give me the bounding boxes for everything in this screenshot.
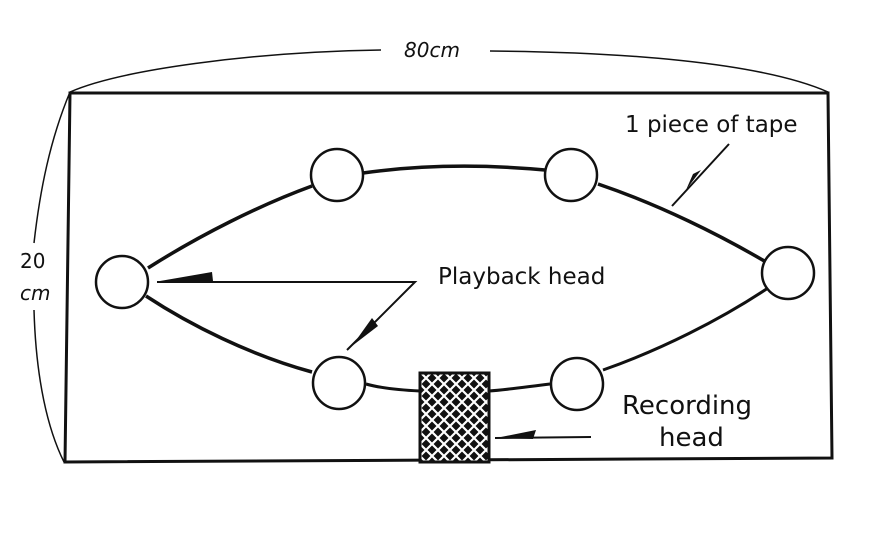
tape-loop-upper-right bbox=[597, 182, 767, 264]
width-dimension-arc-right bbox=[489, 50, 829, 93]
playback-head-label: Playback head bbox=[438, 264, 605, 290]
tape-label: 1 piece of tape bbox=[625, 112, 798, 138]
tape-loop-bottom-right bbox=[488, 382, 551, 393]
tape-loop-lower-right bbox=[602, 286, 769, 372]
board-outline bbox=[63, 91, 834, 464]
playback-pointer-arrowhead-left bbox=[160, 272, 213, 281]
height-label-unit: cm bbox=[20, 281, 50, 305]
height-dimension-arc-top bbox=[33, 91, 71, 244]
tape-loop-top bbox=[362, 164, 546, 175]
roller-bottom-right bbox=[549, 356, 605, 412]
recording-head-label-line1: Recording bbox=[622, 391, 752, 421]
playback-pointer-line bbox=[157, 281, 418, 351]
tape-pointer-line bbox=[671, 143, 730, 207]
roller-right bbox=[760, 245, 816, 301]
tape-pointer-arrowhead bbox=[686, 170, 701, 190]
tape-loop-bottom-left bbox=[365, 382, 421, 393]
roller-bottom-left bbox=[311, 355, 367, 411]
height-label-number: 20 bbox=[20, 249, 45, 273]
height-dimension-arc-bottom bbox=[33, 309, 65, 463]
tape-loop-upper-left bbox=[147, 184, 313, 270]
recording-head-label-line2: head bbox=[659, 423, 724, 453]
playback-pointer-arrowhead-lower bbox=[352, 318, 378, 346]
roller-top-right bbox=[543, 147, 599, 203]
width-dimension-arc-left bbox=[69, 49, 382, 93]
roller-top-left bbox=[309, 147, 365, 203]
width-label: 80cm bbox=[404, 38, 460, 62]
tape-loop-lower-left bbox=[145, 294, 313, 374]
roller-left bbox=[94, 254, 150, 310]
recording-pointer-arrowhead bbox=[496, 430, 536, 439]
recording-head bbox=[418, 371, 491, 464]
